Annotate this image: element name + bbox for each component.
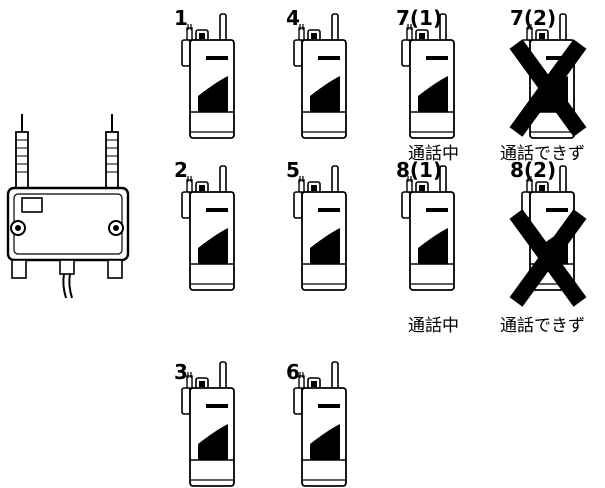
unit-5-label: 5 bbox=[286, 158, 300, 182]
radio-unit-3 bbox=[176, 360, 240, 488]
unit-6-label: 6 bbox=[286, 360, 300, 384]
unit-7-1-status: 通話中 bbox=[408, 144, 459, 164]
blocked-x-icon-8-2 bbox=[508, 206, 588, 310]
unit-4-label: 4 bbox=[286, 6, 300, 30]
unit-2-label: 2 bbox=[174, 158, 188, 182]
transmitter-base-unit bbox=[4, 110, 134, 300]
unit-8-2-status: 通話できず bbox=[500, 316, 585, 336]
unit-8-2-label: 8(2) bbox=[510, 158, 557, 182]
radio-unit-7-1 bbox=[396, 12, 460, 140]
unit-3-label: 3 bbox=[174, 360, 188, 384]
radio-unit-6 bbox=[288, 360, 352, 488]
radio-unit-8-1 bbox=[396, 164, 460, 292]
radio-unit-4 bbox=[288, 12, 352, 140]
unit-7-1-label: 7(1) bbox=[396, 6, 443, 30]
unit-7-2-status: 通話できず bbox=[500, 144, 585, 164]
unit-7-2-label: 7(2) bbox=[510, 6, 557, 30]
unit-1-label: 1 bbox=[174, 6, 188, 30]
unit-8-1-label: 8(1) bbox=[396, 158, 443, 182]
radio-unit-5 bbox=[288, 164, 352, 292]
blocked-x-icon-7-2 bbox=[508, 36, 588, 140]
unit-8-1-status: 通話中 bbox=[408, 316, 459, 336]
radio-unit-1 bbox=[176, 12, 240, 140]
radio-unit-2 bbox=[176, 164, 240, 292]
